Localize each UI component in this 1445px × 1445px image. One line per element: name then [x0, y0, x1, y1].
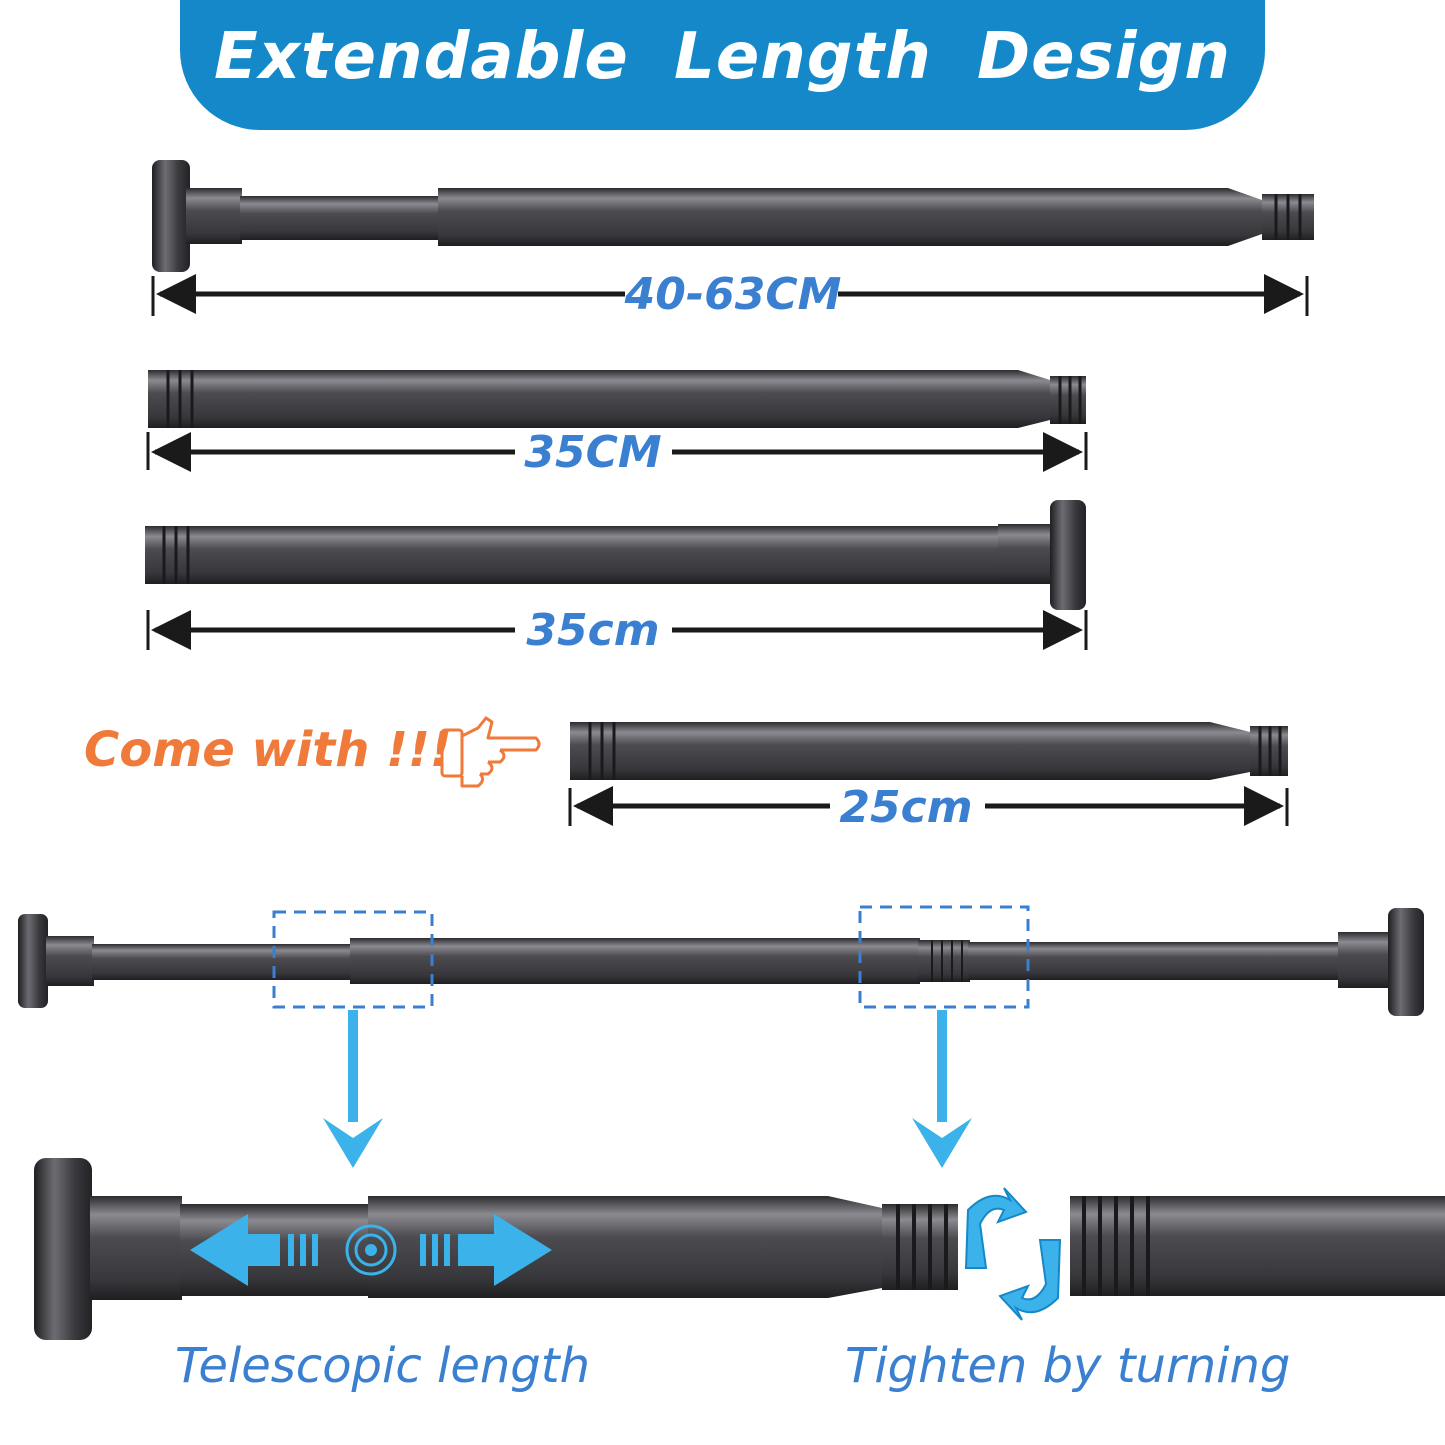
rotate-arrows-icon — [964, 1187, 1062, 1321]
dimension-line-extension: 25cm — [568, 782, 1289, 833]
promo-text: Come with !!! — [84, 722, 452, 778]
banner-title: Extendable Length Design — [214, 20, 1231, 94]
dimension-line-full: 40-63CM — [151, 269, 1309, 320]
full-rod — [152, 160, 1314, 272]
caption-tighten: Tighten by turning — [845, 1338, 1291, 1394]
telescopic-double-arrow-icon — [190, 1214, 552, 1286]
rod-segment-b — [145, 500, 1086, 610]
down-arrow-icon — [323, 1010, 383, 1168]
dimension-line-b: 35cm — [146, 605, 1088, 656]
assembled-rod — [18, 908, 1424, 1016]
title-banner: Extendable Length Design — [180, 0, 1265, 130]
telescopic-highlight-box — [272, 910, 434, 1009]
dimension-label-extension: 25cm — [839, 782, 972, 833]
closeup-rod-right — [1070, 1196, 1445, 1296]
dimension-label-a: 35CM — [524, 427, 661, 478]
rod-segment-a — [148, 370, 1086, 428]
rod-extension — [570, 722, 1288, 780]
dimension-line-a: 35CM — [146, 427, 1088, 478]
thread-highlight-box — [858, 905, 1030, 1009]
pointing-hand-icon — [440, 716, 541, 788]
thread-end — [1262, 194, 1314, 240]
caption-telescopic: Telescopic length — [175, 1338, 591, 1394]
down-arrow-icon — [912, 1010, 972, 1168]
dimension-label-full: 40-63CM — [624, 269, 842, 320]
dimension-label-b: 35cm — [526, 605, 659, 656]
